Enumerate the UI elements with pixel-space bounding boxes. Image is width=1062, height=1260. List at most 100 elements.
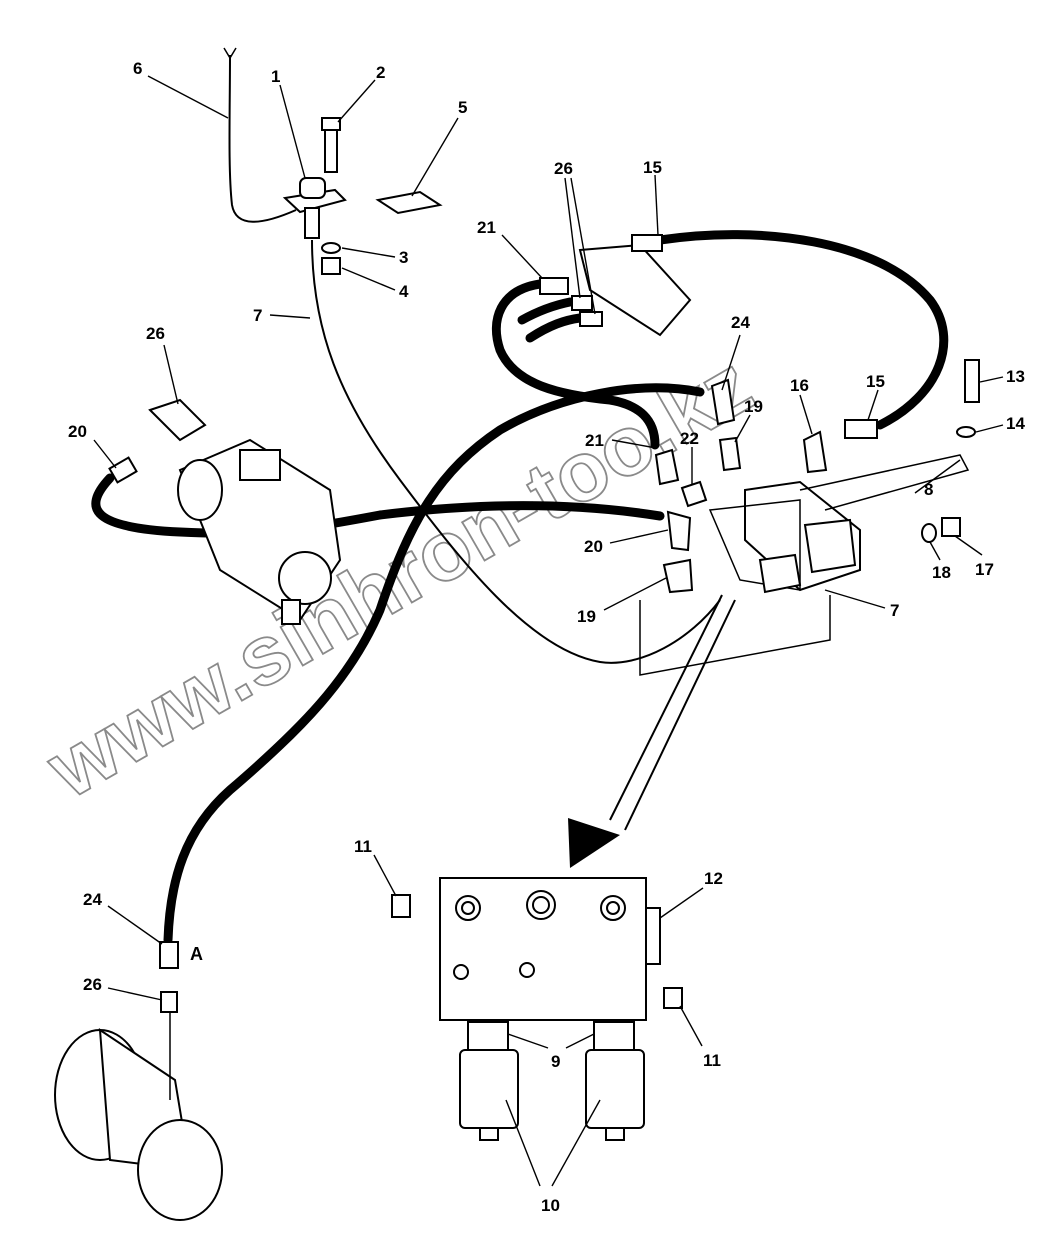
cartridge-9-right <box>593 1021 635 1051</box>
leader-14 <box>975 424 1004 433</box>
fitting-21-top <box>539 277 569 295</box>
leader-6 <box>147 75 229 119</box>
callout-8: 8 <box>924 480 933 499</box>
hose-26a <box>517 297 575 325</box>
wire-6 <box>228 54 297 223</box>
port-12 <box>645 907 661 965</box>
leader-26c <box>163 344 179 405</box>
fitting-20-left <box>108 456 138 484</box>
mount-bracket <box>639 595 831 676</box>
leader-26a <box>564 177 581 299</box>
port-left-inner <box>461 901 475 915</box>
motor-hub <box>137 1119 223 1221</box>
leader-7b <box>824 589 886 609</box>
fitting-24-lower <box>159 941 179 969</box>
wiring <box>223 47 721 664</box>
plug-17 <box>941 517 961 537</box>
leader-8 <box>914 459 961 494</box>
washer-14 <box>956 426 976 438</box>
wire-6-end <box>223 47 237 60</box>
detail-arrow-shaft-right <box>624 599 736 831</box>
valve-block-main <box>639 359 980 676</box>
leader-20b <box>609 529 669 544</box>
callout-2: 2 <box>376 63 385 82</box>
leader-3 <box>341 247 396 258</box>
bar-manifold <box>539 234 692 337</box>
fitting-21-lower <box>654 448 680 486</box>
elbow-19-lower <box>662 558 694 594</box>
pump-cylinder <box>177 459 223 521</box>
callout-1: 1 <box>271 67 280 86</box>
tee-26 <box>148 398 207 442</box>
solenoid-left <box>758 553 802 594</box>
leader-lines <box>93 75 1004 1187</box>
seal-18 <box>921 523 937 543</box>
callout-12: 12 <box>704 869 723 888</box>
leader-10b <box>551 1099 601 1187</box>
valve-face <box>708 499 801 591</box>
elbow-16 <box>802 430 828 474</box>
elbow-20 <box>666 510 692 552</box>
callout-20-right: 20 <box>584 537 603 556</box>
callout-26-top: 26 <box>554 159 573 178</box>
leader-19a <box>734 414 751 443</box>
leader-26d <box>107 987 163 1001</box>
callout-21-mid: 21 <box>585 431 604 450</box>
leader-21a <box>501 234 543 279</box>
plug-11-right <box>663 987 683 1009</box>
detail-label-a: A <box>190 944 203 964</box>
detail-arrow <box>568 594 736 868</box>
fitting-26-lower <box>160 991 178 1013</box>
wheel-motor <box>54 941 223 1221</box>
solenoid-right <box>803 518 857 574</box>
coil-10-right <box>585 1049 645 1129</box>
callout-21-top: 21 <box>477 218 496 237</box>
leader-4 <box>341 267 396 291</box>
pump-plug <box>281 599 301 625</box>
leader-24b <box>107 905 163 945</box>
wire-7 <box>311 239 721 664</box>
callout-7-top: 7 <box>253 306 262 325</box>
leader-2 <box>337 79 376 123</box>
callout-9: 9 <box>551 1052 560 1071</box>
leader-10a <box>505 1099 541 1187</box>
callout-24-bottom: 24 <box>83 890 102 909</box>
hoses <box>91 230 949 945</box>
plug-11-left <box>391 894 411 918</box>
callout-3: 3 <box>399 248 408 267</box>
valve-detail <box>391 877 683 1141</box>
callout-19-bottom: 19 <box>577 607 596 626</box>
fitting-15-top <box>631 234 663 252</box>
cartridge-9-left <box>467 1021 509 1051</box>
leader-26b <box>570 177 596 315</box>
leader-15a <box>654 174 659 236</box>
callout-19-top: 19 <box>744 397 763 416</box>
leader-9a <box>507 1033 549 1049</box>
callout-11-left: 11 <box>354 837 372 856</box>
leader-15b <box>867 389 879 421</box>
hole-center <box>519 962 535 978</box>
callout-15-top: 15 <box>643 158 662 177</box>
coil-10-left <box>459 1049 519 1129</box>
sensor-assembly <box>282 117 443 275</box>
sensor-body <box>299 177 326 199</box>
callout-24-top: 24 <box>731 313 750 332</box>
leader-9b <box>565 1033 595 1049</box>
leader-7a <box>269 314 311 319</box>
fitting-26-b <box>579 311 603 327</box>
frame-rail <box>799 454 970 511</box>
leader-1 <box>279 84 306 179</box>
leader-11b <box>679 1005 703 1047</box>
callout-13: 13 <box>1006 367 1025 386</box>
fitting-26-a <box>571 295 593 311</box>
callout-14: 14 <box>1006 414 1025 433</box>
port-center-inner <box>532 896 550 914</box>
callout-26-bottom: 26 <box>83 975 102 994</box>
pump-port <box>278 551 332 605</box>
callout-10: 10 <box>541 1196 560 1215</box>
washer-3 <box>321 242 341 254</box>
callout-17: 17 <box>975 560 994 579</box>
callout-7-right: 7 <box>890 601 899 620</box>
